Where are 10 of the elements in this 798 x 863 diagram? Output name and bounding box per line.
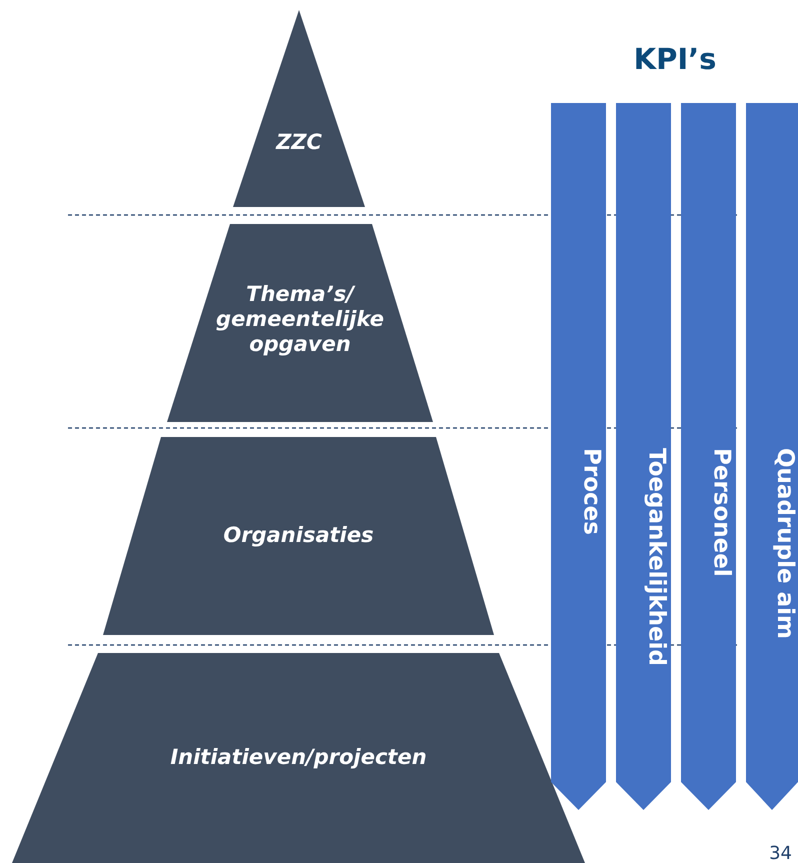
kpi-label: Proces (578, 448, 604, 535)
page-number: 34 (768, 843, 792, 863)
tier-label: Thema’s/ gemeentelijke opgaven (215, 282, 385, 358)
tier-label: Initiatieven/projecten (169, 745, 428, 770)
kpi-label: Toegankelijkheid (644, 448, 670, 666)
tier-label: ZZC (274, 130, 323, 156)
tier-label: Organisaties (222, 523, 375, 548)
kpi-label: Quadruple aim (772, 448, 798, 639)
kpi-label: Personeel (708, 448, 734, 577)
heading: KPI’s (632, 42, 718, 76)
